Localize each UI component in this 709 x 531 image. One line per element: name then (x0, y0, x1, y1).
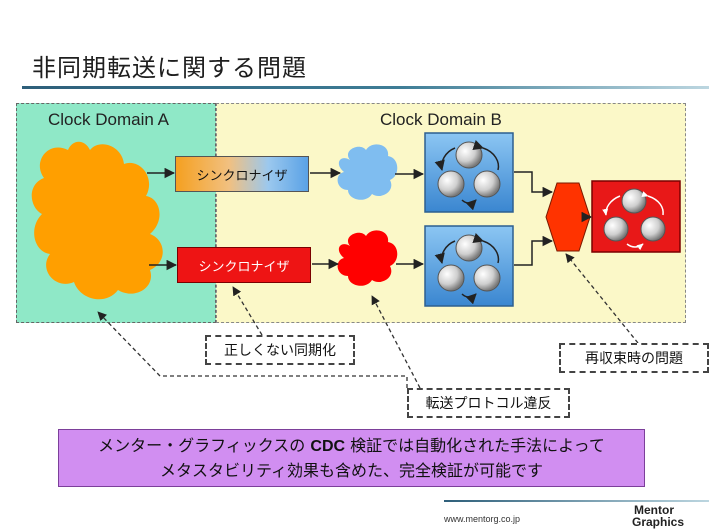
source-cloud (31, 141, 163, 300)
clock-domain-b-label: Clock Domain B (380, 110, 502, 129)
signal-arrows (147, 167, 593, 271)
top-logic-block (424, 132, 514, 213)
callout-reconvergence: 再収束時の問題 (559, 343, 709, 373)
callout-leader-lines (97, 253, 639, 389)
banner-text-cdc: CDC (310, 438, 346, 455)
destination-block (591, 180, 681, 253)
blue-cloud (337, 144, 398, 200)
callout-incorrect-sync: 正しくない同期化 (205, 335, 355, 365)
callout-protocol-violation: 転送プロトコル違反 (407, 388, 570, 418)
title-underline (22, 86, 709, 89)
banner-line-1: メンター・グラフィックスの CDC 検証では自動化された手法によって (59, 434, 644, 459)
banner-line-2: メタスタビリティ効果も含めた、完全検証が可能です (159, 461, 544, 480)
banner-text-pre: メンター・グラフィックスの (98, 436, 311, 455)
synchronizer-bottom: シンクロナイザ (177, 247, 311, 283)
mentor-graphics-logo: Mentor Graphics (632, 503, 684, 529)
red-cloud (337, 230, 398, 286)
page-title: 非同期転送に関する問題 (32, 54, 307, 82)
bottom-logic-block (424, 225, 514, 307)
footer-rule (444, 500, 709, 502)
banner-text-post: 検証では自動化された手法によって (345, 436, 605, 455)
logo-line-1: Mentor (634, 503, 674, 517)
summary-banner: メンター・グラフィックスの CDC 検証では自動化された手法によって メタスタビ… (58, 429, 645, 487)
footer-url[interactable]: www.mentorg.co.jp (444, 514, 521, 524)
synchronizer-top: シンクロナイザ (175, 156, 309, 192)
clock-domain-a-label: Clock Domain A (48, 110, 169, 129)
merge-hexagon (545, 182, 591, 252)
logo-line-2: Graphics (632, 515, 684, 529)
